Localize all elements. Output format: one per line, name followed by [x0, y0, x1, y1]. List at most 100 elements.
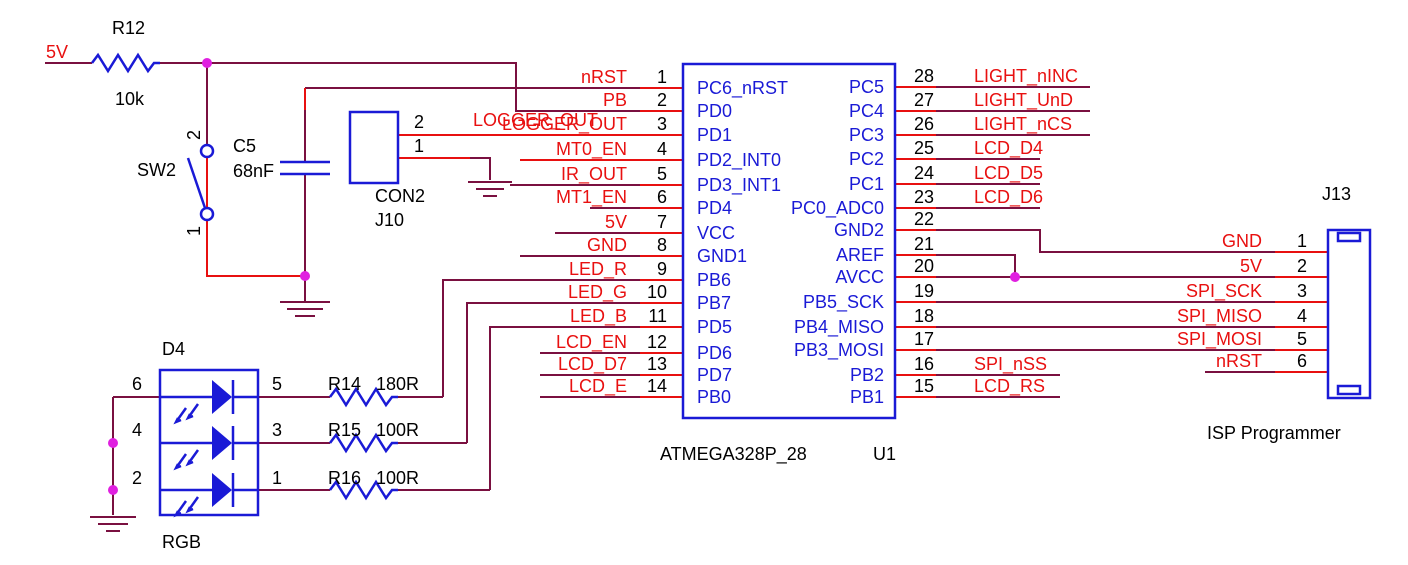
d4-pin-1: 1 — [272, 468, 282, 488]
mcu-pin-number: 1 — [657, 67, 667, 87]
mcu-pin-number: 6 — [657, 187, 667, 207]
mcu-pin-number: 4 — [657, 139, 667, 159]
net-label: MT0_EN — [556, 139, 627, 160]
mcu-pin-number: 7 — [657, 212, 667, 232]
led-diode-blue — [160, 473, 258, 518]
mcu-pin-name: AREF — [836, 245, 884, 265]
j10-type: CON2 — [375, 186, 425, 206]
r14-value: 180R — [376, 374, 419, 394]
mcu-pin-name: PD4 — [697, 198, 732, 218]
net-label: LOGGER_OUT — [502, 114, 627, 135]
net-label: SPI_MISO — [1177, 306, 1262, 327]
mcu-pin-name: PC2 — [849, 149, 884, 169]
mcu-pin-name: AVCC — [835, 267, 884, 287]
net-label: LCD_D5 — [974, 163, 1043, 184]
wires — [45, 62, 1275, 515]
mcu-pin-name: PC4 — [849, 101, 884, 121]
net-label: LCD_RS — [974, 376, 1045, 397]
d4-pin-2: 2 — [132, 468, 142, 488]
led-d4: D4 RGB 6 4 2 5 3 1 — [132, 339, 282, 552]
mcu-pin-name: PC1 — [849, 174, 884, 194]
r14-ref: R14 — [328, 374, 361, 394]
mcu-pin-name: PC0_ADC0 — [791, 198, 884, 219]
mcu-pin-name: PD6 — [697, 343, 732, 363]
net-label: IR_OUT — [561, 164, 627, 185]
isp-pin-number: 3 — [1297, 281, 1307, 301]
sw2-pin-1: 1 — [184, 226, 204, 236]
net-label: MT1_EN — [556, 187, 627, 208]
junction-dot — [300, 271, 310, 281]
isp-pin-number: 2 — [1297, 256, 1307, 276]
net-label: LIGHT_nINC — [974, 66, 1078, 87]
isp-pin-number: 1 — [1297, 231, 1307, 251]
mcu-pin-number: 5 — [657, 164, 667, 184]
r12-value: 10k — [115, 89, 145, 109]
mcu-pin-name: PB2 — [850, 365, 884, 385]
mcu-pin-number: 2 — [657, 90, 667, 110]
net-label: LED_G — [568, 282, 627, 303]
isp-pin-number: 6 — [1297, 351, 1307, 371]
mcu-pin-number: 10 — [647, 282, 667, 302]
net-label: SPI_nSS — [974, 354, 1047, 375]
mcu-pin-name: PD5 — [697, 317, 732, 337]
net-label: GND — [587, 235, 627, 255]
mcu-pin-name: PC5 — [849, 77, 884, 97]
j10-ref: J10 — [375, 210, 404, 230]
switch-sw2: SW2 2 1 — [137, 130, 215, 236]
mcu-pin-number: 20 — [914, 256, 934, 276]
mcu-pin-name: PC6_nRST — [697, 78, 788, 99]
resistor-r15: R15 100R — [328, 420, 419, 454]
mcu-pin-name: PB5_SCK — [803, 292, 884, 313]
junction-dot — [202, 58, 212, 68]
net-label: SPI_MOSI — [1177, 329, 1262, 350]
mcu-pin-name: GND2 — [834, 220, 884, 240]
c5-value: 68nF — [233, 161, 274, 181]
d4-pin-5: 5 — [272, 374, 282, 394]
ground-symbol-c5 — [280, 296, 330, 317]
mcu-pin-name: PD7 — [697, 365, 732, 385]
net-label: 5V — [1240, 256, 1262, 276]
mcu-ref: U1 — [873, 444, 896, 464]
led-diode-red — [160, 380, 258, 425]
capacitor-c5: C5 68nF — [233, 136, 330, 181]
net-label: nRST — [581, 67, 627, 87]
mcu-pin-number: 24 — [914, 163, 934, 183]
junctions — [108, 58, 1020, 495]
isp-pin-number: 5 — [1297, 329, 1307, 349]
net-label: LED_R — [569, 259, 627, 280]
d4-pin-6: 6 — [132, 374, 142, 394]
mcu-right-pins: 28PC5LIGHT_nINC27PC4LIGHT_UnD26PC3LIGHT_… — [791, 66, 1078, 407]
d4-ref: D4 — [162, 339, 185, 359]
mcu-pin-name: PB0 — [697, 387, 731, 407]
net-label: LIGHT_nCS — [974, 114, 1072, 135]
mcu-pin-number: 12 — [647, 332, 667, 352]
mcu-pin-number: 26 — [914, 114, 934, 134]
r15-ref: R15 — [328, 420, 361, 440]
mcu-left-pins: 1PC6_nRSTnRST2PD0PB3PD1LOGGER_OUT4PD2_IN… — [502, 67, 788, 407]
mcu-pin-name: PC3 — [849, 125, 884, 145]
mcu-pin-name: PD3_INT1 — [697, 175, 781, 196]
mcu-pin-name: PD1 — [697, 125, 732, 145]
junction-dot — [1010, 272, 1020, 282]
c5-ref: C5 — [233, 136, 256, 156]
j13-ref: J13 — [1322, 184, 1351, 204]
j10-pin-1: 1 — [414, 136, 424, 156]
mcu-pin-number: 11 — [648, 306, 667, 326]
mcu-pin-number: 19 — [914, 281, 934, 301]
net-label: LCD_D7 — [558, 354, 627, 375]
mcu-pin-name: PD0 — [697, 101, 732, 121]
mcu-pin-number: 8 — [657, 235, 667, 255]
net-label: SPI_SCK — [1186, 281, 1262, 302]
mcu-pin-number: 15 — [914, 376, 934, 396]
mcu-pin-number: 13 — [647, 354, 667, 374]
r16-value: 100R — [376, 468, 419, 488]
junction-dot — [108, 438, 118, 448]
mcu-pin-name: VCC — [697, 223, 735, 243]
j10-pin-2: 2 — [414, 112, 424, 132]
net-label: LED_B — [570, 306, 627, 327]
isp-title: ISP Programmer — [1207, 423, 1341, 443]
mcu-pin-number: 17 — [914, 329, 934, 349]
d4-pin-3: 3 — [272, 420, 282, 440]
mcu-pin-name: PB6 — [697, 270, 731, 290]
